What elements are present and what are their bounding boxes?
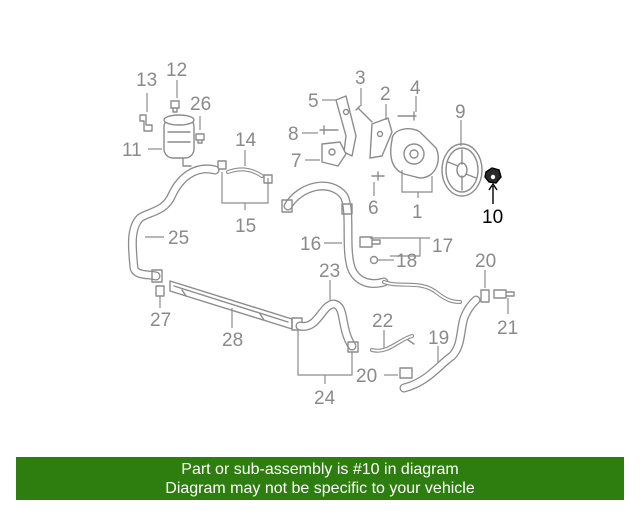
info-banner-line-1: Part or sub-assembly is #10 in diagram [181, 461, 459, 478]
leader-17 [370, 237, 430, 257]
bracket-7[interactable] [321, 141, 347, 167]
bracket-13[interactable] [139, 114, 153, 132]
callout-22[interactable]: 22 [372, 311, 393, 332]
callout-12[interactable]: 12 [166, 60, 187, 81]
info-banner: Part or sub-assembly is #10 in diagram D… [16, 457, 624, 500]
callout-7[interactable]: 7 [291, 151, 302, 172]
bracket-5[interactable] [335, 95, 357, 157]
callout-11[interactable]: 11 [122, 140, 142, 161]
bolt-4[interactable] [397, 111, 417, 121]
callout-24[interactable]: 24 [314, 388, 336, 409]
callout-6[interactable]: 6 [368, 198, 379, 219]
bolt-6[interactable] [371, 171, 385, 181]
valve-17[interactable] [359, 236, 381, 248]
callout-18[interactable]: 18 [396, 251, 417, 272]
callout-13[interactable]: 13 [136, 70, 157, 91]
callout-20-lower[interactable]: 20 [356, 366, 377, 387]
nut-10[interactable] [484, 167, 502, 184]
callout-16[interactable]: 16 [300, 234, 321, 255]
return-hose-19[interactable] [399, 295, 481, 393]
reservoir-tank[interactable] [163, 114, 195, 167]
callout-10[interactable]: 10 [482, 207, 503, 228]
cooler-28[interactable] [169, 280, 303, 331]
callout-8[interactable]: 8 [288, 124, 299, 145]
suction-hose-14[interactable] [217, 160, 273, 184]
callout-2[interactable]: 2 [380, 84, 391, 105]
callout-19[interactable]: 19 [428, 328, 449, 349]
connector-21[interactable] [493, 289, 515, 299]
hose-23[interactable] [295, 299, 359, 353]
callout-26[interactable]: 26 [190, 94, 211, 115]
clamp-20-upper[interactable] [480, 289, 490, 303]
pulley-9[interactable] [441, 143, 483, 197]
callout-23[interactable]: 23 [319, 261, 340, 282]
callout-27[interactable]: 27 [150, 310, 171, 331]
return-hose-25[interactable] [127, 164, 220, 283]
clamp-27[interactable] [155, 285, 165, 297]
pressure-hose-16[interactable] [281, 181, 462, 304]
callout-15[interactable]: 15 [235, 216, 256, 237]
callout-20-upper[interactable]: 20 [475, 251, 496, 272]
leader-24 [297, 330, 353, 384]
callout-17[interactable]: 17 [432, 236, 453, 257]
callout-9[interactable]: 9 [455, 102, 466, 123]
bolt-3[interactable] [355, 105, 373, 123]
callout-28[interactable]: 28 [222, 330, 243, 351]
bracket-2[interactable] [369, 117, 393, 159]
callout-21[interactable]: 21 [497, 318, 518, 339]
callout-1[interactable]: 1 [412, 202, 423, 223]
o-ring-18[interactable] [369, 255, 379, 265]
leader-10 [488, 182, 498, 204]
callout-4[interactable]: 4 [410, 78, 421, 99]
leader-15 [221, 172, 269, 210]
callout-25[interactable]: 25 [168, 228, 189, 249]
info-banner-line-2: Diagram may not be specific to your vehi… [165, 480, 475, 497]
callout-14[interactable]: 14 [235, 130, 257, 151]
power-steering-pump[interactable] [390, 128, 439, 179]
leader-1 [401, 170, 433, 198]
callout-3[interactable]: 3 [355, 68, 366, 89]
bolt-8[interactable] [319, 125, 339, 135]
clamp-20-lower[interactable] [399, 367, 413, 379]
pipe-22[interactable] [370, 334, 415, 353]
callout-5[interactable]: 5 [308, 91, 319, 112]
clip-26[interactable] [195, 133, 205, 144]
reservoir-cap[interactable] [170, 100, 180, 113]
